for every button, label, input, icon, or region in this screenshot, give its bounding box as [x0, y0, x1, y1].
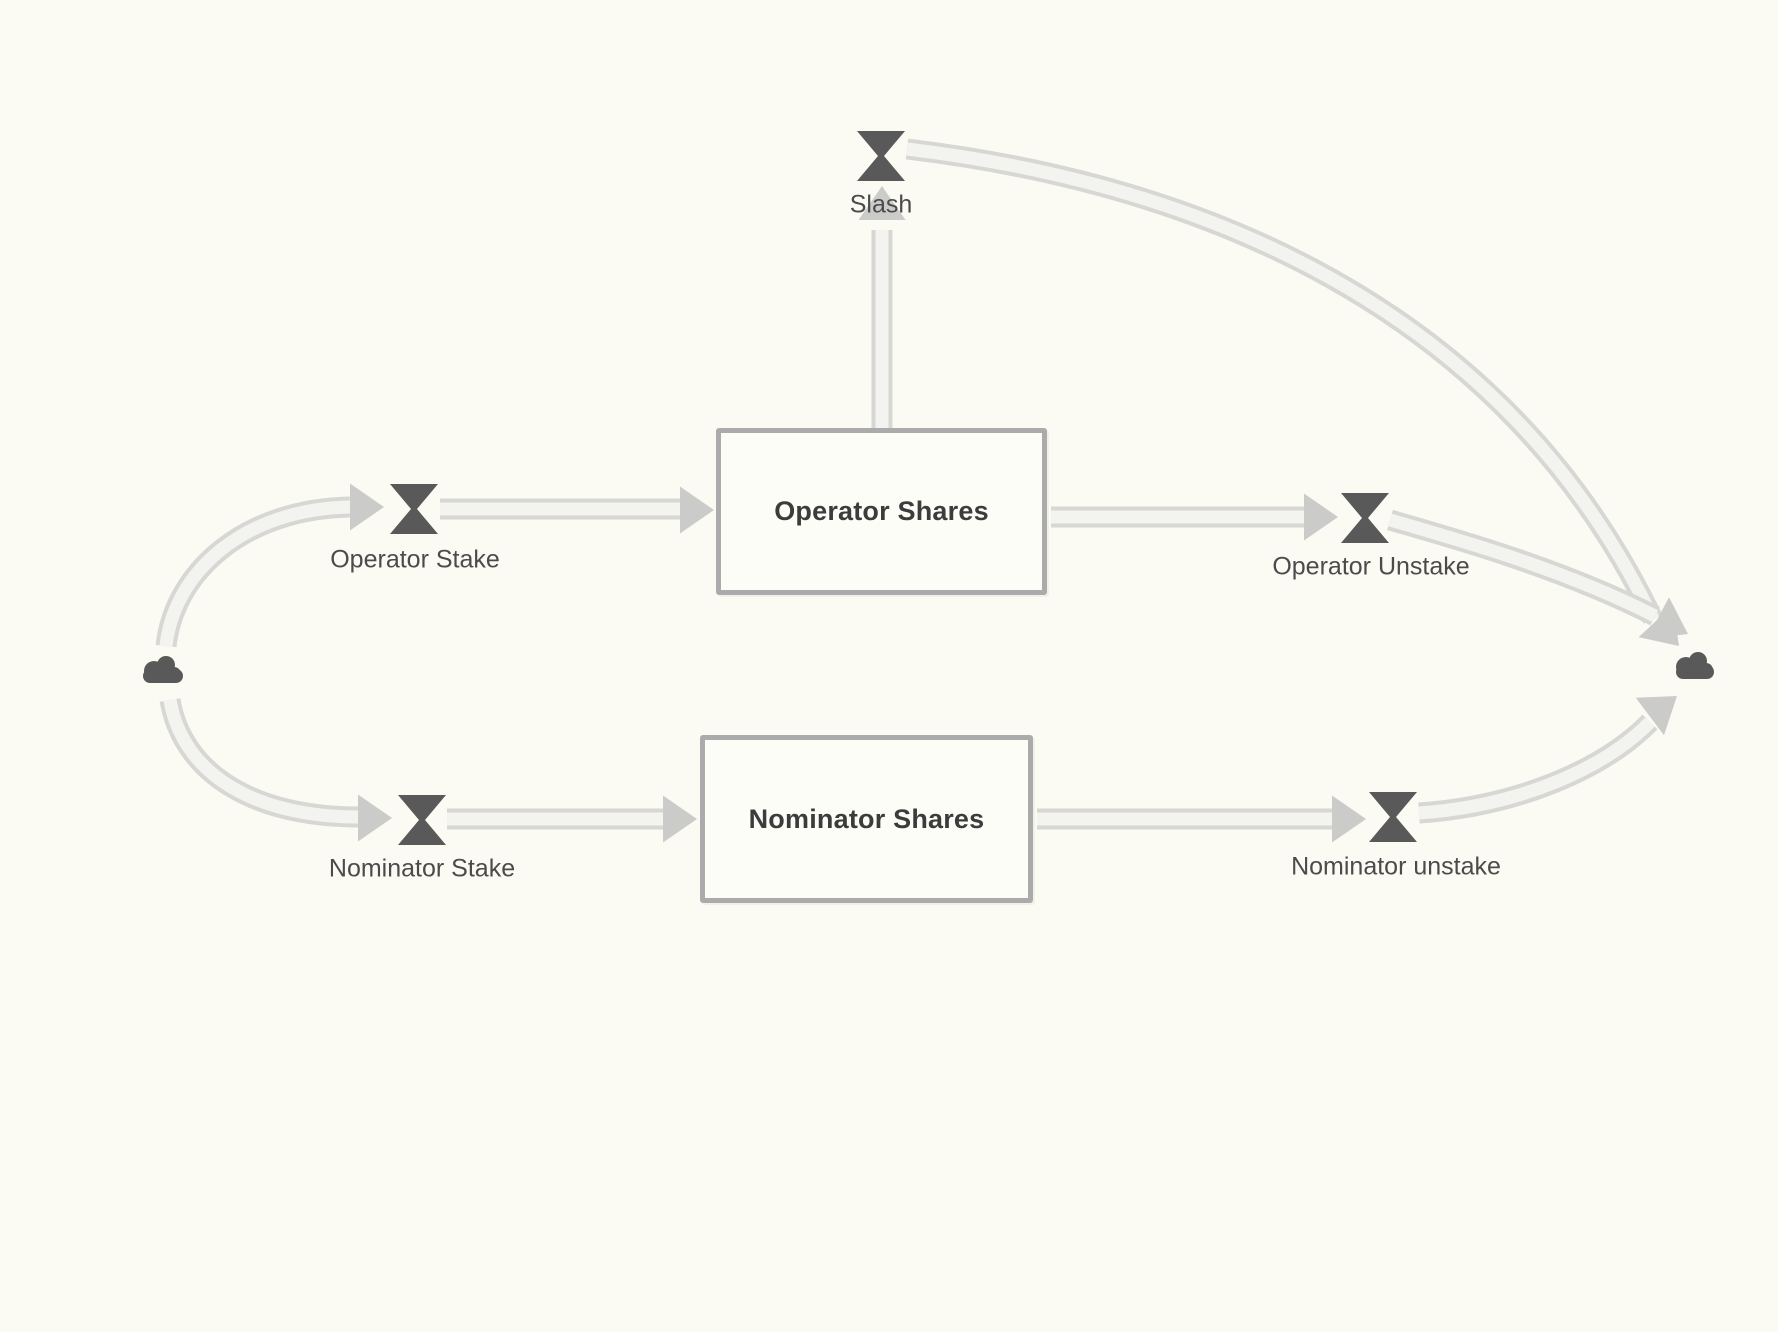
nominator-stake-pipe-curve-fill: [163, 698, 359, 824]
nominator-unstake-arrowhead-into-cloud: [1635, 696, 1677, 736]
nominator-stake-arrowhead: [358, 794, 392, 842]
slash-pipe-curve-fill: [906, 142, 1659, 622]
operator-stake-valve-icon[interactable]: [390, 484, 438, 534]
source-cloud-icon[interactable]: [143, 656, 183, 683]
flow-nominator-stake[interactable]: [159, 697, 697, 845]
nominator-unstake-arrowhead-into-valve: [1332, 795, 1366, 843]
flow-label-operator-unstake: Operator Unstake: [1272, 552, 1470, 581]
flow-operator-unstake[interactable]: [1051, 493, 1699, 655]
stock-operator-shares-title: Operator Shares: [774, 496, 989, 526]
nominator-unstake-pipe-curve-fill: [1418, 717, 1655, 820]
flow-label-nominator-unstake: Nominator unstake: [1291, 852, 1501, 881]
flow-label-slash: Slash: [849, 190, 913, 219]
flow-label-operator-stake: Operator Stake: [330, 545, 500, 574]
sink-cloud-part: [1676, 665, 1714, 679]
nominator-unstake-valve-icon[interactable]: [1369, 792, 1417, 842]
nominator-unstake-pipe-curve-outline: [1418, 714, 1658, 824]
operator-unstake-valve-icon[interactable]: [1341, 493, 1389, 543]
operator-stake-arrowhead: [350, 483, 384, 531]
source-cloud-part: [143, 669, 183, 683]
operator-stake-arrowhead-into-stock: [680, 486, 714, 534]
operator-unstake-arrowhead-into-valve: [1304, 493, 1338, 541]
slash-valve-icon[interactable]: [857, 131, 905, 181]
flow-operator-stake[interactable]: [155, 483, 714, 648]
stock-nominator-shares-title: Nominator Shares: [748, 803, 985, 834]
operator-unstake-pipe-curve-fill: [1388, 513, 1658, 622]
stock-nominator-shares[interactable]: Nominator Shares: [700, 735, 1033, 903]
nominator-stake-valve-icon[interactable]: [398, 795, 446, 845]
slash-arrowhead-into-valve: [858, 186, 906, 220]
flow-nominator-unstake[interactable]: [1037, 677, 1691, 843]
nominator-stake-arrowhead-into-stock: [663, 795, 697, 843]
operator-unstake-arrowhead-into-cloud: [1646, 597, 1688, 639]
sink-cloud-icon[interactable]: [1676, 652, 1714, 679]
operator-stake-pipe-curve-fill: [159, 500, 351, 647]
flow-label-nominator-stake: Nominator Stake: [328, 854, 516, 883]
stock-operator-shares[interactable]: Operator Shares: [716, 428, 1047, 595]
